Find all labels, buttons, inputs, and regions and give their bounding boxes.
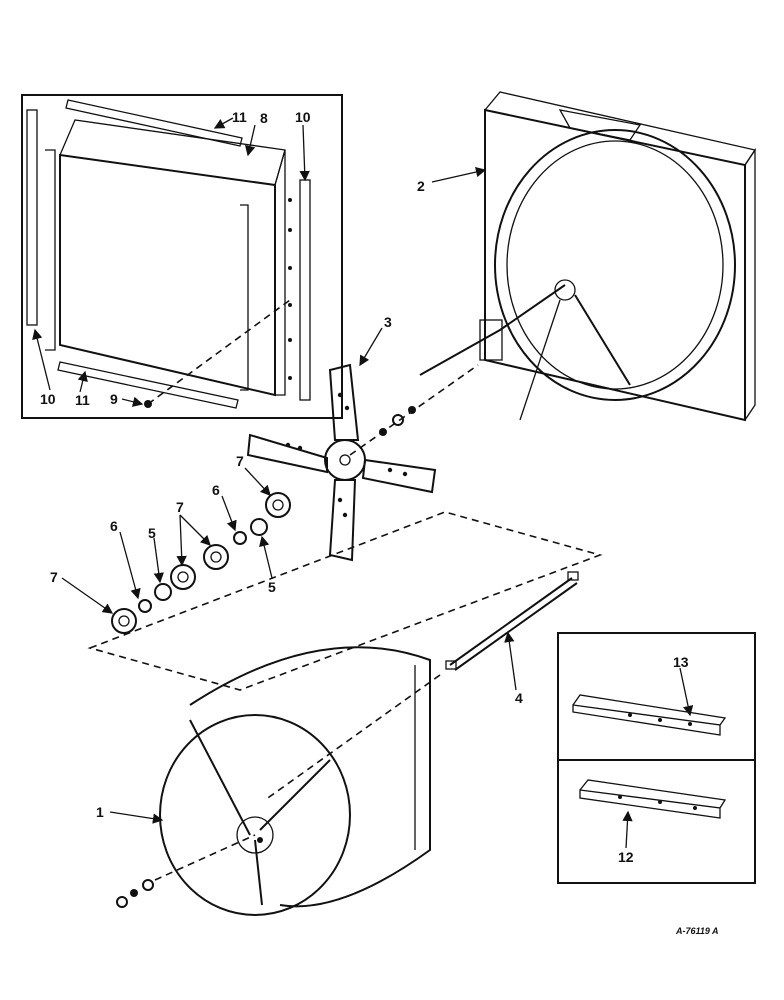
brace-angle-12	[579, 779, 727, 819]
callout-3: 3	[384, 314, 392, 330]
callout-8: 8	[260, 110, 268, 126]
spacer	[154, 583, 172, 601]
spacer-stack	[111, 364, 479, 634]
side-seal-right	[299, 179, 311, 401]
callout-7c: 7	[50, 569, 58, 585]
side-seal-left	[26, 109, 38, 326]
callout-13: 13	[673, 654, 689, 670]
fan-shroud	[419, 91, 757, 422]
bottom-seal	[57, 361, 239, 409]
drawing-reference: A-76119 A	[675, 926, 719, 936]
callout-4: 4	[515, 690, 523, 706]
callout-2: 2	[417, 178, 425, 194]
assembly-outline	[87, 511, 603, 691]
callout-9: 9	[110, 391, 118, 407]
callout-6a: 6	[110, 518, 118, 534]
spacer-plate	[203, 544, 229, 570]
callout-10a: 10	[295, 109, 311, 125]
spacer	[250, 518, 268, 536]
callout-5a: 5	[148, 525, 156, 541]
washer	[138, 599, 152, 613]
callout-10b: 10	[40, 391, 56, 407]
callout-7a: 7	[236, 453, 244, 469]
callout-1: 1	[96, 804, 104, 820]
radiator-core	[59, 153, 276, 397]
brace-angle-13	[572, 694, 727, 736]
fan-blade-assembly	[246, 363, 437, 562]
spacer-plate	[265, 492, 291, 518]
fan-ring-drum	[116, 646, 431, 916]
callout-12: 12	[618, 849, 634, 865]
spacer-plate	[170, 564, 196, 590]
brace-inset	[557, 632, 756, 884]
drive-shaft	[264, 571, 579, 801]
washer	[233, 531, 247, 545]
spacer-plate	[111, 608, 137, 634]
callout-7b: 7	[176, 499, 184, 515]
callout-5b: 5	[268, 579, 276, 595]
radiator-inset	[21, 94, 343, 419]
callout-11b: 11	[75, 392, 90, 408]
top-seal	[65, 99, 243, 147]
callout-11a: 11	[232, 109, 247, 125]
callout-6b: 6	[212, 482, 220, 498]
